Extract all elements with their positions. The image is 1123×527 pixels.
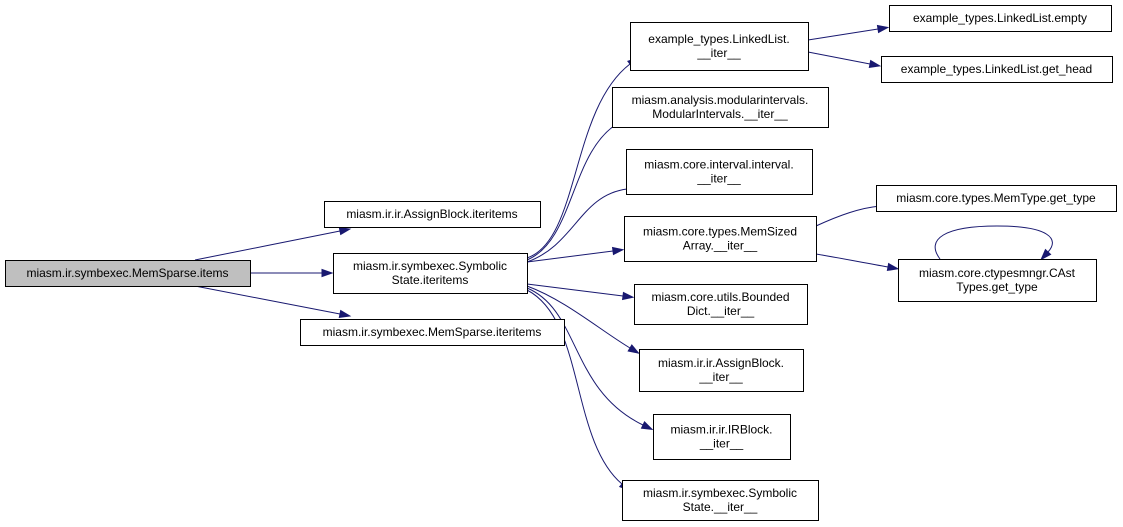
- node-label-line: miasm.core.types.MemSized: [643, 225, 797, 239]
- edge-line: [526, 287, 644, 426]
- edge-line: [807, 28, 879, 41]
- node-box[interactable]: [626, 149, 813, 195]
- node-box[interactable]: [630, 22, 809, 71]
- node-label-line: ModularIntervals.__iter__: [652, 107, 788, 121]
- node-box[interactable]: [634, 284, 808, 325]
- edge-line: [526, 63, 631, 259]
- edge-line: [526, 285, 631, 349]
- node-label-line: miasm.ir.ir.AssignBlock.iteritems: [346, 207, 517, 221]
- node-label-line: example_types.LinkedList.empty: [913, 11, 1087, 25]
- call-graph-nodes: miasm.ir.symbexec.MemSparse.items miasm.i…: [5, 5, 1117, 521]
- arrowhead-icon: [1040, 248, 1052, 261]
- arrowhead-icon: [876, 24, 890, 34]
- node-box[interactable]: [324, 201, 541, 228]
- node-assignblock-iteritems[interactable]: miasm.ir.ir.AssignBlock.iteritems: [324, 201, 541, 228]
- node-interval-iter[interactable]: miasm.core.interval.interval.__iter__: [626, 149, 813, 195]
- node-box[interactable]: [5, 260, 251, 287]
- edge-symbolicstate_iteritems-to-boundeddict_iter: [526, 283, 635, 301]
- node-label-line: Types.get_type: [956, 280, 1038, 294]
- edge-castypes_get_type-to-castypes_get_type: [934, 225, 1053, 261]
- node-linkedlist-iter[interactable]: example_types.LinkedList.__iter__: [630, 22, 809, 71]
- node-label-line: miasm.core.ctypesmngr.CAst: [919, 266, 1076, 280]
- node-box[interactable]: [653, 414, 791, 460]
- edge-line: [526, 289, 623, 485]
- node-symbolicstate-iteritems[interactable]: miasm.ir.symbexec.SymbolicState.iteritem…: [333, 253, 528, 294]
- node-box[interactable]: [881, 56, 1113, 83]
- node-linkedlist-get-head[interactable]: example_types.LinkedList.get_head: [881, 56, 1113, 83]
- node-box[interactable]: [898, 259, 1097, 302]
- edge-line: [526, 188, 628, 263]
- node-memsparse-iteritems[interactable]: miasm.ir.symbexec.MemSparse.iteritems: [300, 319, 565, 346]
- edge-symbolicstate_iteritems-to-assignblock_iter: [526, 285, 640, 354]
- node-label-line: miasm.core.interval.interval.: [644, 158, 793, 172]
- arrowhead-icon: [640, 420, 654, 430]
- edge-line: [807, 51, 871, 65]
- edge-linkedlist_iter-to-linkedlist_empty: [807, 24, 890, 41]
- node-memtype-get-type[interactable]: miasm.core.types.MemType.get_type: [876, 185, 1117, 212]
- node-box[interactable]: [624, 216, 817, 262]
- arrowhead-icon: [868, 59, 882, 69]
- edge-symbolicstate_iteritems-to-irblock_iter: [526, 287, 654, 430]
- node-label-line: Dict.__iter__: [687, 304, 755, 318]
- edge-line: [194, 230, 341, 261]
- node-label-line: __iter__: [698, 370, 743, 384]
- node-label-line: miasm.ir.symbexec.MemSparse.iteritems: [323, 325, 542, 339]
- node-box[interactable]: [876, 185, 1117, 212]
- edge-line: [934, 225, 1053, 260]
- edge-line: [194, 285, 341, 315]
- arrowhead-icon: [321, 268, 334, 278]
- arrowhead-icon: [611, 246, 625, 256]
- edge-memsparse_items-to-memsparse_iteritems: [194, 285, 352, 319]
- node-assignblock-iter[interactable]: miasm.ir.ir.AssignBlock.__iter__: [639, 349, 804, 392]
- node-label-line: __iter__: [699, 437, 744, 451]
- edge-linkedlist_iter-to-linkedlist_get_head: [807, 51, 882, 69]
- node-box[interactable]: [889, 5, 1112, 32]
- edge-symbolicstate_iteritems-to-memsizedarray_iter: [526, 246, 625, 263]
- edge-line: [526, 283, 624, 297]
- edge-line: [526, 121, 621, 261]
- arrowhead-icon: [338, 309, 352, 319]
- node-modularintervals-iter[interactable]: miasm.analysis.modularintervals.ModularI…: [612, 87, 829, 128]
- edge-memsizedarray_iter-to-castypes_get_type: [815, 253, 900, 272]
- node-memsparse-items[interactable]: miasm.ir.symbexec.MemSparse.items: [5, 260, 251, 287]
- node-label-line: miasm.analysis.modularintervals.: [632, 93, 809, 107]
- edge-symbolicstate_iteritems-to-modularintervals_iter: [526, 116, 631, 261]
- node-label-line: miasm.ir.ir.AssignBlock.: [658, 356, 784, 370]
- node-label-line: miasm.core.types.MemType.get_type: [896, 191, 1096, 205]
- edge-line: [815, 205, 881, 227]
- node-box[interactable]: [333, 253, 528, 294]
- arrowhead-icon: [338, 226, 352, 236]
- edge-memsparse_items-to-assignblock_iteritems: [194, 226, 352, 261]
- node-box[interactable]: [639, 349, 804, 392]
- node-label-line: Array.__iter__: [683, 239, 758, 253]
- arrowhead-icon: [621, 291, 635, 301]
- node-label-line: example_types.LinkedList.: [648, 32, 789, 46]
- arrowhead-icon: [886, 262, 900, 272]
- node-label-line: miasm.ir.symbexec.Symbolic: [643, 486, 797, 500]
- node-label-line: State.__iter__: [683, 500, 758, 514]
- node-box[interactable]: [300, 319, 565, 346]
- node-label-line: __iter__: [696, 46, 741, 60]
- node-box[interactable]: [622, 480, 819, 521]
- edge-line: [526, 250, 614, 263]
- arrowhead-icon: [627, 344, 640, 354]
- node-label-line: State.iteritems: [392, 273, 469, 287]
- edge-line: [815, 253, 889, 268]
- node-label-line: __iter__: [696, 172, 741, 186]
- node-label-line: miasm.ir.symbexec.Symbolic: [353, 259, 507, 273]
- node-box[interactable]: [612, 87, 829, 128]
- node-linkedlist-empty[interactable]: example_types.LinkedList.empty: [889, 5, 1112, 32]
- node-label-line: miasm.ir.symbexec.MemSparse.items: [26, 266, 228, 280]
- node-label-line: miasm.ir.ir.IRBlock.: [670, 423, 772, 437]
- node-label-line: example_types.LinkedList.get_head: [901, 62, 1092, 76]
- node-label-line: miasm.core.utils.Bounded: [651, 290, 789, 304]
- edge-memsparse_items-to-symbolicstate_iteritems: [250, 268, 334, 278]
- node-irblock-iter[interactable]: miasm.ir.ir.IRBlock.__iter__: [653, 414, 791, 460]
